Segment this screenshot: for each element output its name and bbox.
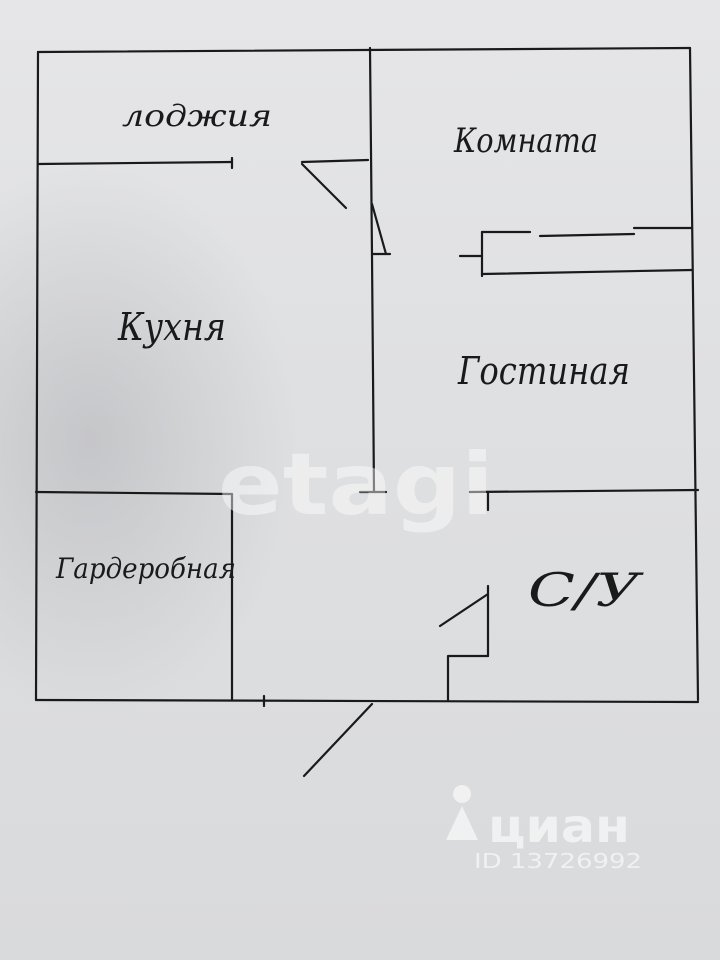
loggia-wall [36, 160, 234, 166]
loggia-door-leaf [300, 162, 348, 210]
outer-wall-left [34, 50, 40, 702]
watermark-etagi: etagi [218, 435, 494, 535]
watermark-listing-id: ID 13726992 [474, 849, 642, 873]
label-loggia: лоджия [122, 99, 272, 134]
watermark-cian: циан [488, 799, 630, 853]
central-wall-lower [370, 254, 376, 494]
label-kitchen: Кухня [117, 305, 226, 349]
map-pin-icon [446, 785, 478, 840]
loggia-wall-right [300, 158, 370, 164]
cian-logo: циан [446, 785, 630, 853]
outer-wall-right [688, 46, 700, 702]
bath-door-leaf [438, 592, 490, 628]
label-living-room: Гостиная [457, 349, 630, 393]
partition-top-2 [538, 232, 636, 238]
entrance-door-leaf [302, 702, 374, 778]
label-room: Комната [453, 121, 598, 161]
outer-wall-top [36, 46, 692, 54]
label-wardrobe: Гардеробная [55, 552, 236, 585]
paper-shadow [0, 160, 300, 720]
label-bathroom: С/У [528, 563, 645, 617]
bath-step-wall [446, 654, 490, 702]
bath-top-wall [468, 488, 700, 494]
wardrobe-top-wall [34, 490, 234, 496]
partition-bottom [480, 268, 694, 276]
room-door-leaf [370, 202, 388, 256]
central-wall-upper [368, 46, 374, 258]
outer-wall-bottom [34, 698, 700, 704]
